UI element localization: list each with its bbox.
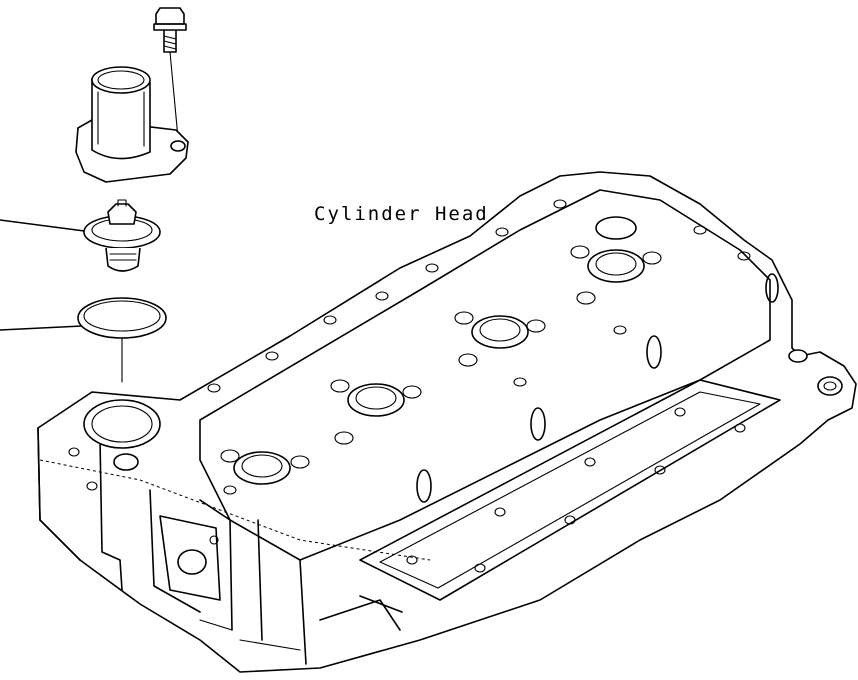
cylinder-head	[37, 171, 857, 673]
bolt	[153, 7, 187, 139]
seal-ring	[0, 297, 167, 383]
thermostat-housing	[75, 66, 189, 183]
thermostat	[0, 199, 161, 272]
cylinder-head-label: Cylinder Head	[314, 203, 489, 225]
